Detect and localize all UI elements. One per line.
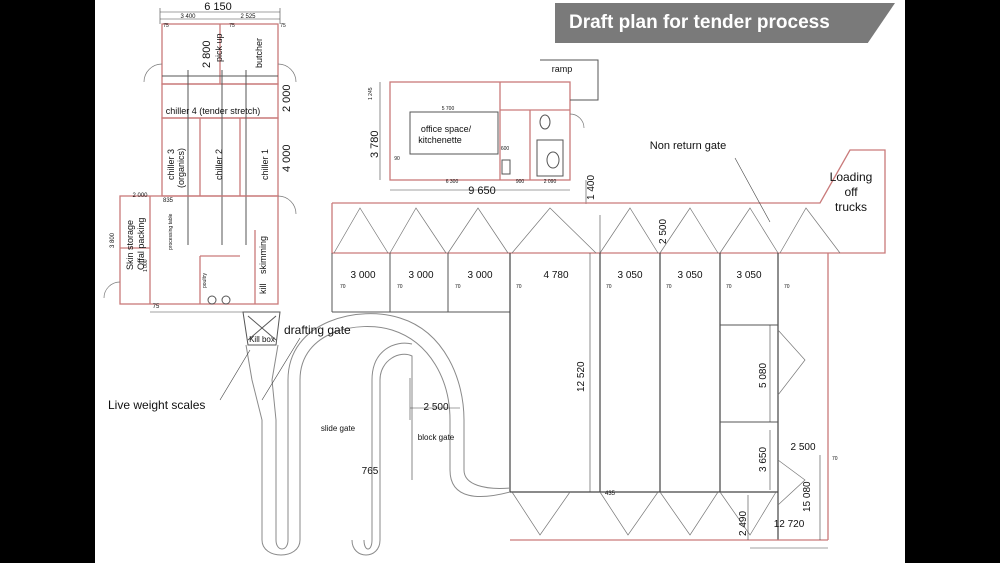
dim-70-h: 70 [784,284,790,290]
chiller3-label: chiller 3 [166,149,176,180]
dim-435: 435 [605,491,616,497]
dim-70-b: 70 [397,284,403,290]
dim-70-a: 70 [340,284,346,290]
left-subdim-75c: 75 [280,23,286,29]
pen-width-4: 4 780 [543,270,568,281]
labels: 6 150 3 400 2 525 75 75 75 2 800 pick up… [108,1,872,536]
office-height-dim: 3 780 [369,130,381,158]
non-return-gate-label: Non return gate [650,140,726,152]
pen-length-dim: 12 520 [576,361,587,392]
slide-gate-label: slide gate [321,424,356,433]
loading-label-1: Loading [830,170,873,184]
office-label-1: office space/ [421,124,472,134]
left-subdim-75a: 75 [163,23,169,29]
pen-width-7: 3 050 [736,270,761,281]
office-dim-2090: 2 090 [544,179,557,185]
dim-70-i: 70 [832,456,838,462]
processing-table-label: processing table [168,213,174,250]
pen-width-3: 3 000 [467,270,492,281]
office-block [379,59,599,204]
poultry-label: poultry [202,272,208,288]
office-dim-6300: 6 300 [446,179,459,185]
loading-label-3: trucks [835,200,867,214]
pick-up-label: pick up [214,33,224,62]
left-subdim-75b: 75 [229,23,235,29]
drafting-gate-label: drafting gate [284,323,351,337]
loading-label-2: off [844,185,858,199]
lower-pen-dim: 2 490 [738,511,749,536]
butcher-label: butcher [254,38,264,68]
live-weight-scales-label: Live weight scales [108,398,205,412]
letterbox-right [905,0,1000,563]
pick-up-dim: 2 800 [201,40,213,68]
alley-width-dim: 2 500 [658,219,669,244]
left-subdim-3400: 3 400 [180,14,196,20]
dim-70-c: 70 [455,284,461,290]
office-dim-1245: 1 245 [368,87,374,100]
dim-835: 835 [163,198,174,204]
dim-3800: 3 800 [110,232,116,248]
chiller2-label: chiller 2 [214,149,224,180]
office-dim-5700: 5 700 [442,106,455,112]
dim-1000: 1 000 [143,259,149,272]
chiller4-label: chiller 4 (tender stretch) [166,106,261,116]
pen-width-5: 3 050 [617,270,642,281]
offal-packing-label: Offal packing [136,218,146,270]
dim-70-f: 70 [666,284,672,290]
dim-75-left: 75 [153,304,160,310]
ramp-label: ramp [552,64,573,74]
pen-width-1: 3 000 [350,270,375,281]
kill-box-label: Kill box [249,335,275,344]
race-765-dim: 765 [362,466,379,477]
side-pen-width: 2 500 [790,442,815,453]
left-subdim-2525: 2 525 [240,14,256,20]
title-banner [555,3,895,43]
skimming-label: skimming [258,236,268,274]
pen-width-2: 3 000 [408,270,433,281]
office-dim-900: 900 [516,179,525,185]
left-overall-dim: 6 150 [204,1,232,13]
dim-70-g: 70 [726,284,732,290]
chiller1-label: chiller 1 [260,149,270,180]
page-title: Draft plan for tender process [569,12,830,33]
chiller4-dim: 2 000 [281,84,293,112]
office-dim-90: 90 [394,156,400,162]
office-label-2: kitchenette [418,135,462,145]
yard-total-length: 15 080 [802,481,813,512]
office-width-dim: 9 650 [468,185,496,197]
yard-total-width: 12 720 [774,519,805,530]
side-pen-dim: 5 080 [758,363,769,388]
block-gate-label: block gate [418,433,455,442]
dim-70-e: 70 [606,284,612,290]
letterbox-left [0,0,95,563]
chiller-dim: 4 000 [281,144,293,172]
yard-block [331,149,886,549]
office-dim-1400: 1 400 [586,175,597,200]
race-width-dim: 2 500 [423,402,448,413]
dim-2000-left: 2 000 [132,193,148,199]
side-pen-dim-2: 3 650 [758,447,769,472]
race [219,311,511,556]
dim-70-d: 70 [516,284,522,290]
kill-label: kill [258,284,268,295]
office-dim-600: 600 [501,146,510,152]
chiller3-sub: (organics) [176,148,186,188]
pen-width-6: 3 050 [677,270,702,281]
skin-storage-label: Skin storage [125,220,135,270]
